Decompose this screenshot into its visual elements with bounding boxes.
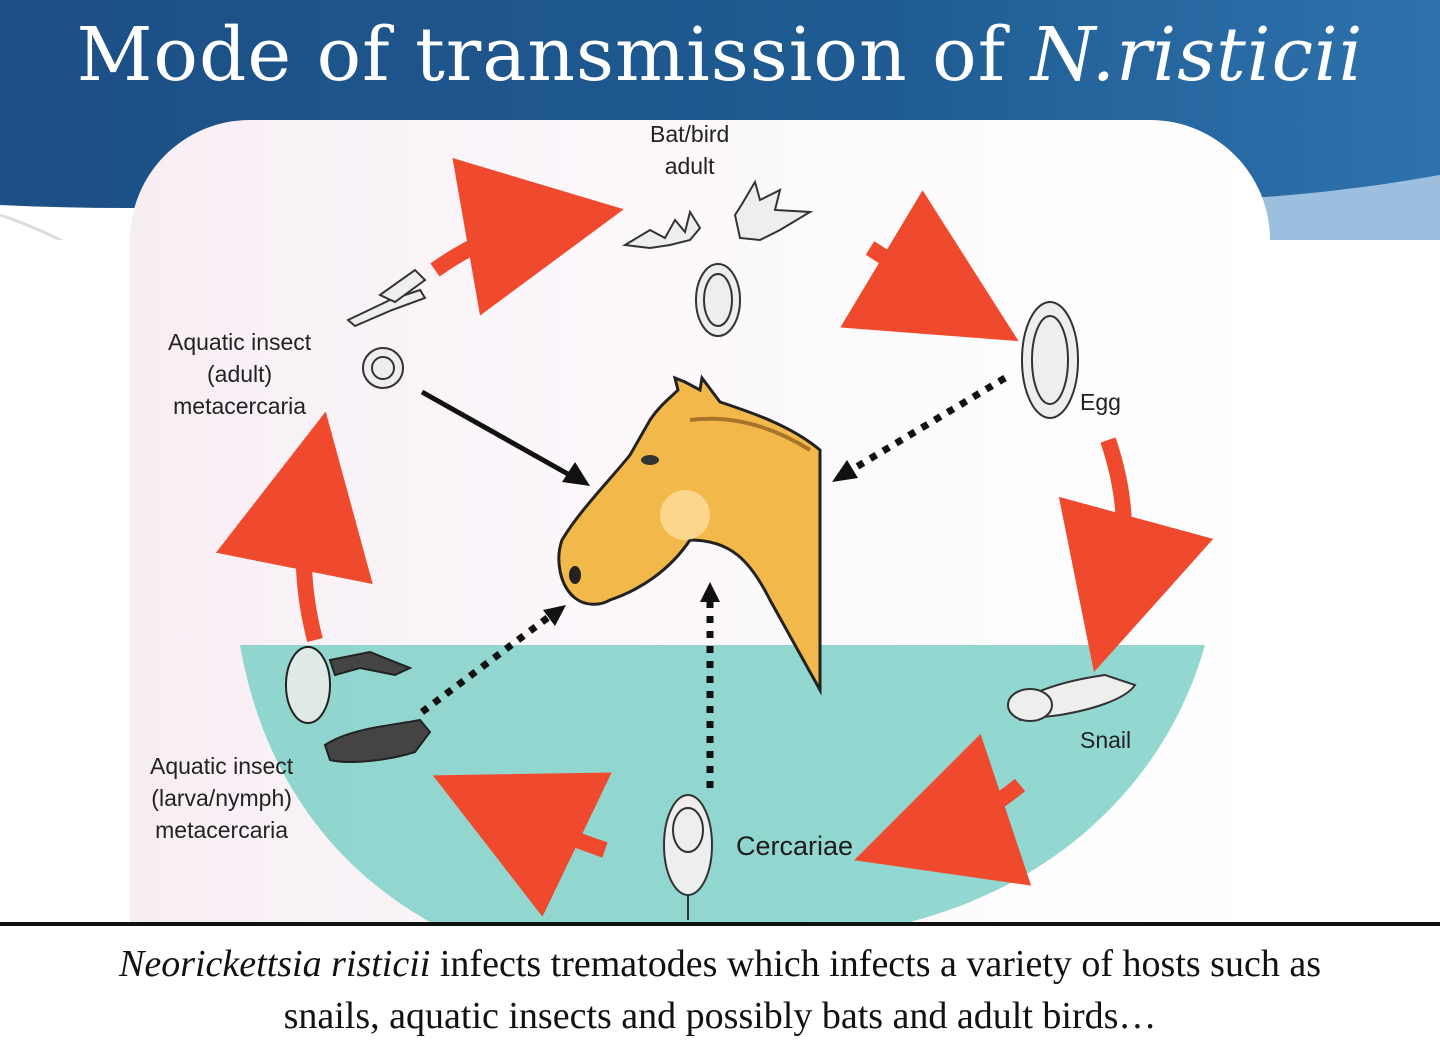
adult-insect-icon: [346, 268, 427, 389]
label-aquatic-larva-line3: metacercaria: [155, 817, 289, 843]
title-italic: N.risticii: [1030, 12, 1364, 98]
arrow-ingestion-solid: [420, 389, 590, 486]
snail-icon: [1007, 673, 1137, 722]
label-aquatic-adult: Aquatic insect (adult) metacercaria: [168, 326, 311, 422]
title-main: Mode of transmission of: [76, 12, 1031, 98]
bat-bird-icon: [621, 179, 814, 250]
egg-icon: [1021, 301, 1079, 419]
horse-head: [557, 374, 822, 696]
label-aquatic-larva-line2: (larva/nymph): [151, 785, 292, 811]
cycle-arrows: [215, 158, 1214, 917]
life-cycle-diagram: Bat/bird adult Aquatic insect (adult) metac…: [130, 120, 1270, 922]
label-aquatic-larva-line1: Aquatic insect: [150, 753, 294, 779]
label-bat-bird-line2: adult: [664, 153, 715, 179]
cercariae-icon: [663, 794, 713, 920]
caption-line-2: snails, aquatic insects and possibly bat…: [283, 995, 1157, 1037]
caption-line-1: Neorickettsia risticii infects trematode…: [0, 938, 1440, 990]
label-snail: Snail: [1080, 727, 1132, 753]
label-aquatic-adult-line1: Aquatic insect: [168, 329, 312, 355]
arrow-larva-dotted: [419, 605, 566, 715]
label-cercariae: Cercariae: [736, 831, 854, 861]
label-aquatic-adult-line3: metacercaria: [173, 393, 307, 419]
label-aquatic-larva: Aquatic insect (larva/nymph) metacercaria: [150, 750, 293, 846]
label-bat-bird-line1: Bat/bird: [650, 121, 730, 147]
label-aquatic-adult-line2: (adult): [207, 361, 273, 387]
arrow-larva-to-adult: [215, 411, 373, 643]
slide-caption: Neorickettsia risticii infects trematode…: [0, 938, 1440, 1042]
arrow-cercariae-dotted: [700, 582, 720, 788]
caption-line1-rest: infects trematodes which infects a varie…: [430, 943, 1321, 985]
label-egg: Egg: [1080, 389, 1121, 415]
bird-egg-icon: [695, 263, 741, 337]
arrow-cercariae-to-larva: [432, 772, 612, 917]
diagram-graphics: [215, 158, 1214, 922]
label-bat-bird: Bat/bird adult: [650, 120, 729, 182]
larva-nymph-icon: [285, 646, 432, 763]
arrow-egg-to-snail: [1058, 437, 1214, 673]
arrow-insect-to-bird: [430, 158, 624, 316]
slide-title: Mode of transmission of N.risticii: [0, 12, 1440, 98]
arrow-egg-dotted: [832, 374, 1007, 482]
arrow-snail-to-cercariae: [854, 733, 1032, 886]
caption-italic: Neorickettsia risticii: [119, 943, 431, 985]
caption-divider: [0, 922, 1440, 926]
arrow-bird-to-egg: [840, 190, 1019, 342]
